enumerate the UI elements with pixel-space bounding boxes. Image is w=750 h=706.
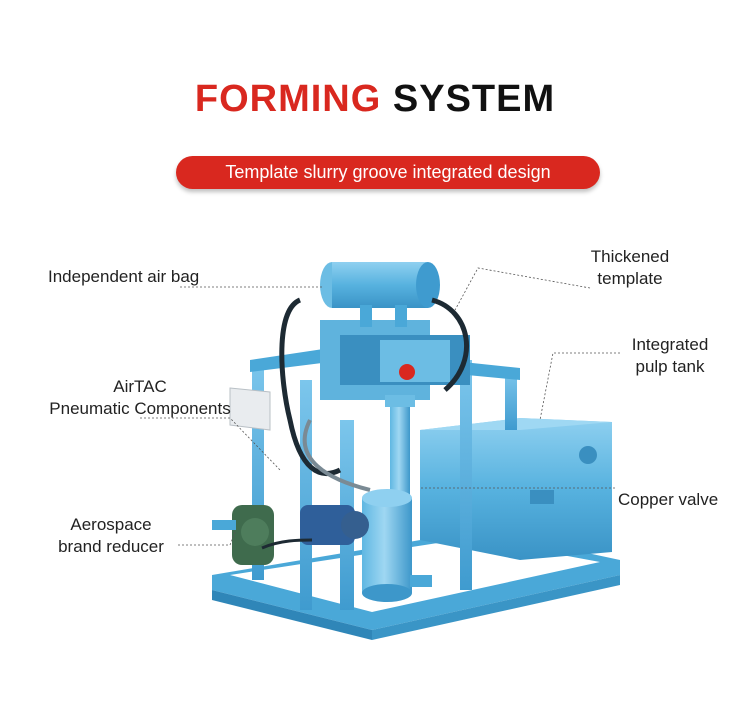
callout-reducer: Aerospace brand reducer bbox=[36, 514, 186, 558]
callout-reducer-line1: Aerospace bbox=[70, 515, 152, 534]
callout-airtac-line1: AirTAC bbox=[113, 377, 167, 396]
callout-thickened-template: Thickened template bbox=[560, 246, 700, 290]
page-title: FORMING SYSTEM bbox=[0, 78, 750, 121]
motor bbox=[300, 505, 355, 545]
callout-pulp-line2: pulp tank bbox=[635, 357, 705, 376]
pulp-tank bbox=[420, 418, 612, 560]
callout-pulp-tank: Integrated pulp tank bbox=[610, 334, 730, 378]
callout-thickened-line2: template bbox=[597, 269, 663, 288]
callout-thickened-line1: Thickened bbox=[590, 247, 670, 266]
callout-copper-valve: Copper valve bbox=[618, 490, 719, 509]
callout-air-bag: Independent air bag bbox=[48, 267, 200, 286]
title-forming: FORMING bbox=[194, 78, 382, 120]
subtitle-banner: Template slurry groove integrated design bbox=[176, 156, 600, 189]
control-box bbox=[229, 387, 271, 431]
callout-airtac-line2: Pneumatic Components bbox=[49, 399, 231, 418]
air-tank bbox=[332, 262, 428, 308]
title-system: SYSTEM bbox=[392, 78, 556, 120]
callout-pulp-line1: Integrated bbox=[631, 335, 709, 354]
vacuum-cylinder bbox=[362, 498, 412, 593]
callout-airtac: AirTAC Pneumatic Components bbox=[30, 376, 250, 420]
callout-reducer-line2: brand reducer bbox=[58, 537, 164, 556]
